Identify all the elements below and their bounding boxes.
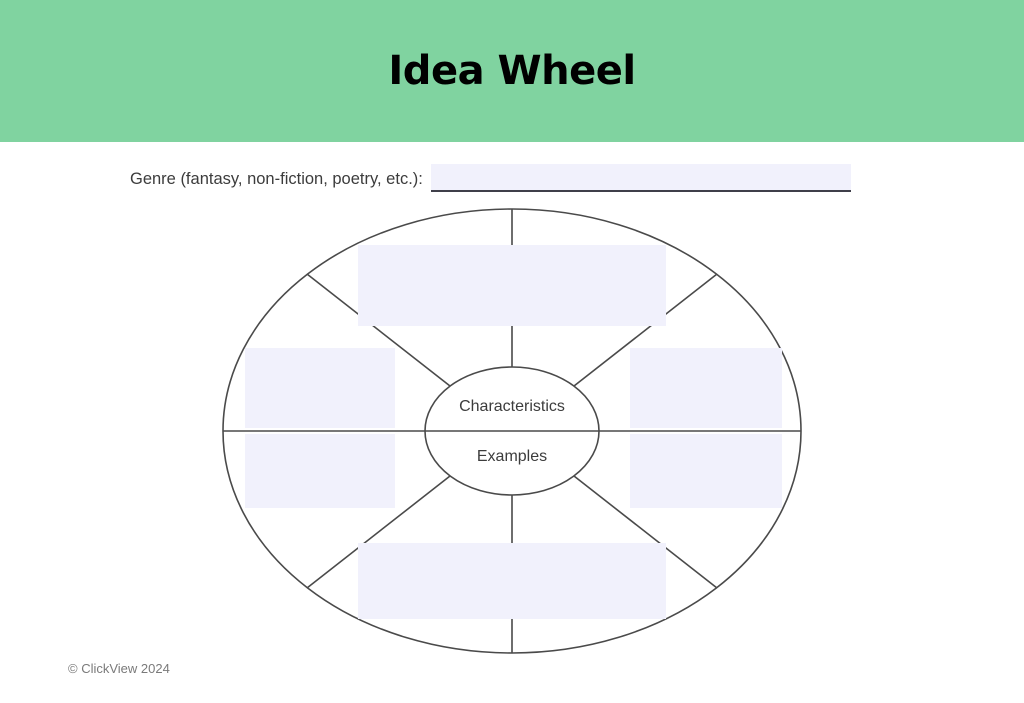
- page-header: Idea Wheel: [0, 0, 1024, 142]
- sector-field-bottom[interactable]: [358, 543, 666, 619]
- footer-copyright: © ClickView 2024: [68, 661, 170, 676]
- sector-field-top[interactable]: [358, 245, 666, 326]
- genre-input[interactable]: [430, 164, 851, 192]
- sector-field-left-bottom[interactable]: [245, 434, 395, 508]
- genre-label: Genre (fantasy, non-fiction, poetry, etc…: [130, 170, 423, 188]
- sector-field-left-top[interactable]: [245, 348, 395, 428]
- page-title: Idea Wheel: [388, 48, 636, 94]
- sector-field-right-top[interactable]: [630, 348, 782, 428]
- hub-label-examples: Examples: [476, 448, 548, 465]
- genre-row: Genre (fantasy, non-fiction, poetry, etc…: [130, 158, 851, 192]
- sector-field-right-bottom[interactable]: [630, 434, 782, 508]
- hub-ellipse: [424, 366, 600, 496]
- hub-label-characteristics: Characteristics: [459, 398, 565, 415]
